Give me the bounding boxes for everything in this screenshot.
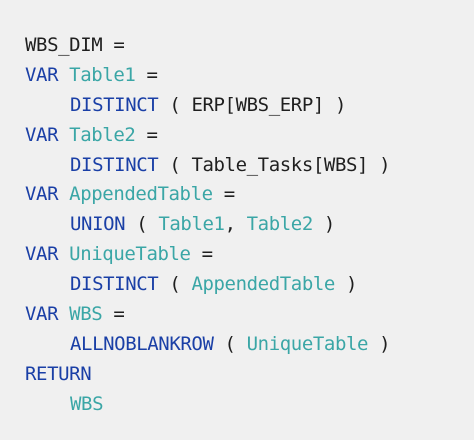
var-keyword: VAR xyxy=(25,63,59,86)
column-reference: Table_Tasks[WBS] xyxy=(191,153,369,176)
open-paren: ( xyxy=(213,332,247,355)
code-line-distinct-erp: DISTINCT ( ERP[WBS_ERP] ) xyxy=(25,91,474,121)
var-keyword: VAR xyxy=(25,183,59,206)
code-line-var-table1: VAR Table1 = xyxy=(25,61,474,91)
open-paren: ( xyxy=(125,213,159,236)
variable-reference: Table1 xyxy=(158,213,225,236)
comma-separator: , xyxy=(224,213,247,236)
variable-reference: UniqueTable xyxy=(246,332,369,355)
open-paren: ( xyxy=(158,93,192,116)
measure-name: WBS_DIM xyxy=(25,34,103,56)
code-line-var-appended: VAR AppendedTable = xyxy=(25,180,474,210)
var-keyword: VAR xyxy=(25,303,59,326)
code-line-distinct-appended: DISTINCT ( AppendedTable ) xyxy=(25,270,474,300)
variable-reference: WBS xyxy=(70,392,104,415)
code-line-var-wbs: VAR WBS = xyxy=(25,300,474,330)
assign-operator: = xyxy=(135,63,158,86)
assign-operator: = xyxy=(212,183,235,206)
function-name: DISTINCT xyxy=(70,273,159,296)
code-line-distinct-tasks: DISTINCT ( Table_Tasks[WBS] ) xyxy=(25,151,474,181)
function-name: ALLNOBLANKROW xyxy=(70,332,214,355)
close-paren: ) xyxy=(323,93,346,116)
variable-reference: Table2 xyxy=(246,213,314,236)
function-name: UNION xyxy=(70,213,126,236)
column-reference: ERP[WBS_ERP] xyxy=(191,93,324,116)
variable-name: WBS xyxy=(69,303,103,326)
assign-operator: = xyxy=(135,123,158,146)
function-name: DISTINCT xyxy=(70,153,159,176)
var-keyword: VAR xyxy=(25,123,59,146)
open-paren: ( xyxy=(158,153,192,176)
code-line-union: UNION ( Table1, Table2 ) xyxy=(25,210,474,240)
code-line-allnoblankrow: ALLNOBLANKROW ( UniqueTable ) xyxy=(25,330,474,360)
close-paren: ) xyxy=(368,153,391,176)
assign-operator: = xyxy=(102,303,125,326)
variable-name: Table2 xyxy=(69,123,136,146)
assign-operator: = xyxy=(102,34,125,56)
return-keyword: RETURN xyxy=(25,362,92,385)
variable-reference: AppendedTable xyxy=(191,273,335,296)
code-line-return-value: WBS xyxy=(25,390,474,420)
var-keyword: VAR xyxy=(25,243,59,266)
close-paren: ) xyxy=(334,273,358,296)
open-paren: ( xyxy=(158,273,192,296)
close-paren: ) xyxy=(312,213,335,236)
variable-name: AppendedTable xyxy=(69,183,213,206)
code-line-measure-name: WBS_DIM = xyxy=(25,31,474,61)
code-line-var-table2: VAR Table2 = xyxy=(25,121,474,151)
assign-operator: = xyxy=(190,243,213,266)
variable-name: UniqueTable xyxy=(69,243,191,266)
function-name: DISTINCT xyxy=(70,93,159,116)
variable-name: Table1 xyxy=(69,63,136,86)
close-paren: ) xyxy=(368,332,391,355)
code-line-return: RETURN xyxy=(25,360,474,390)
code-line-var-unique: VAR UniqueTable = xyxy=(25,240,474,270)
